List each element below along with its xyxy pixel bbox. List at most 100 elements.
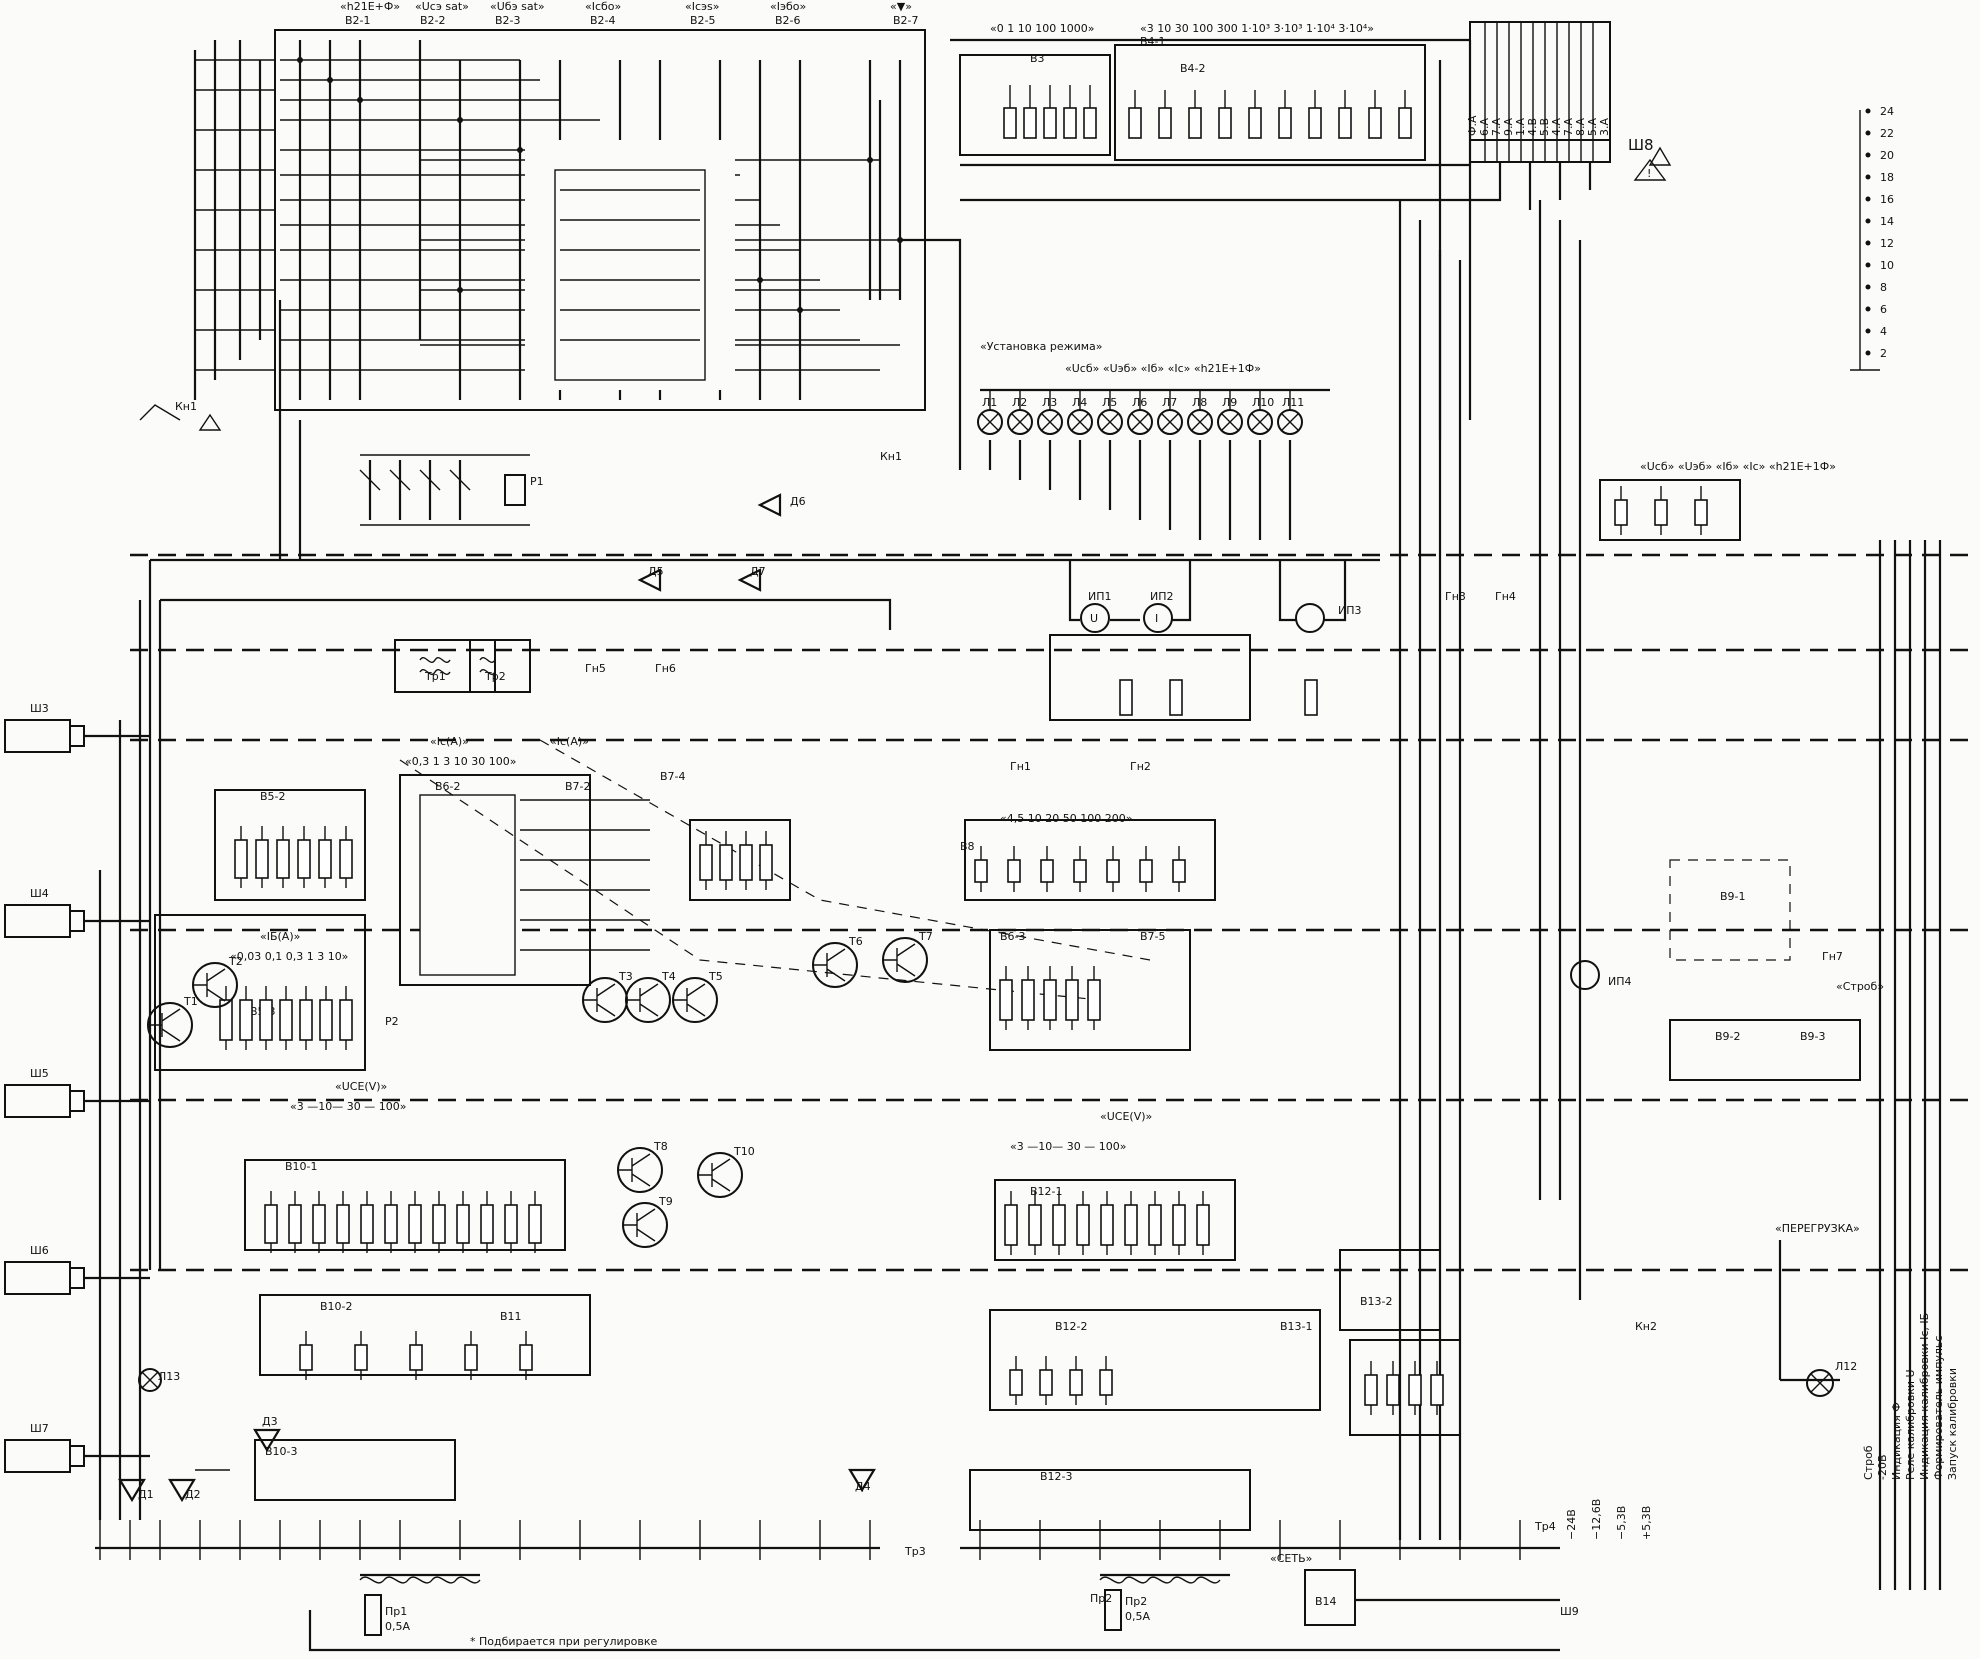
pin-dot: [1865, 328, 1871, 334]
pin-dot: [1865, 284, 1871, 290]
transistor-terminals: [618, 1153, 651, 1187]
lamp-cross: [1281, 413, 1299, 431]
switch-header-label: «Ucэ sat»: [415, 0, 469, 13]
footnote: * Подбирается при регулировке: [470, 1635, 657, 1648]
resistor: [354, 1344, 368, 1371]
switch-matrix-b2: [193, 29, 962, 470]
connector-pin: 4.В: [1526, 118, 1539, 136]
transistor-terminals: [813, 948, 846, 982]
transistor-terminals: [583, 983, 616, 1017]
misc-ref: Р1: [530, 475, 544, 488]
resistor: [1196, 1204, 1210, 1246]
transistor-label: T9: [658, 1195, 673, 1208]
svg-text:Реле калибровки U: Реле калибровки U: [1904, 1369, 1917, 1480]
misc-ref: Гн5: [585, 662, 606, 675]
switch-ref: B8: [960, 840, 975, 853]
resistor: [1099, 1369, 1113, 1396]
resistor: [360, 1204, 374, 1244]
connector-pin: 1.А: [1514, 118, 1527, 136]
resistor: [319, 999, 333, 1041]
resistor: [288, 1204, 302, 1244]
switch-header-label: «Iэбо»: [770, 0, 806, 13]
switch-header-label: «Iсбо»: [585, 0, 621, 13]
transistor-label: T2: [228, 955, 243, 968]
resistor: [1148, 1204, 1162, 1246]
b6-b7-switch-block: Тр1 Тр2 «Ic(A)» «Ic(A)» «0,3 1 3 10 30 1…: [394, 639, 1151, 1001]
resistor: [255, 839, 269, 879]
legend-label: Реле калибровки U: [1904, 1369, 1917, 1480]
lamp-cross: [1071, 413, 1089, 431]
resistor: [279, 999, 293, 1041]
transistor-terminals: [623, 1208, 656, 1242]
misc-ref: Пр2: [1090, 1592, 1112, 1605]
misc-ref: Кн1: [880, 450, 902, 463]
connector-pin: 5.А: [1586, 118, 1599, 136]
lamp-label: Л6: [1132, 396, 1147, 409]
svg-text:!: !: [1647, 167, 1651, 180]
transistor-terminals: [626, 983, 659, 1017]
connector-sh4: Ш4: [4, 887, 150, 938]
connector-sh3: Ш3: [4, 702, 150, 753]
resistor: [480, 1204, 494, 1244]
bottom-terminal-strip: Тр3 Тр4 Пр1 0,5А Пр2 0,5А «СЕТЬ» B14 * П…: [95, 1520, 1579, 1652]
switch-header-ref: B2-3: [495, 14, 521, 27]
transistor-label: T1: [183, 995, 198, 1008]
strobe-label: «Строб»: [1836, 980, 1884, 993]
switch-ref: B12-1: [1030, 1185, 1063, 1198]
misc-ref: Гн7: [1822, 950, 1843, 963]
resistor: [1028, 1204, 1042, 1246]
misc-ref: Л13: [158, 1370, 180, 1383]
lamp-label: Л3: [1042, 396, 1057, 409]
resistor: [1021, 979, 1035, 1021]
switch-header-ref: B2-5: [690, 14, 716, 27]
resistor: [1065, 979, 1079, 1021]
resistor: [318, 839, 332, 879]
lower-switch-banks: B10-2 B11 B10-3 B12-2 B13-1 B13-2 B12-3: [254, 1249, 1461, 1531]
switch-header-ref: B2-7: [893, 14, 919, 27]
resistor: [1069, 1369, 1083, 1396]
resistor: [299, 1344, 313, 1371]
lamp-cross: [1011, 413, 1029, 431]
switch-header-label: «Icэs»: [685, 0, 720, 13]
lamp-icon: [1217, 409, 1243, 435]
b6-3-b7-5-block: B6-3 B7-5: [989, 929, 1191, 1051]
connector-pin: 7.А: [1562, 118, 1575, 136]
resistor: [1106, 859, 1120, 883]
range-label-ib: «IБ(A)»: [260, 930, 300, 943]
connector-pin: 9.А: [1502, 118, 1515, 136]
lamp-icon: [1247, 409, 1273, 435]
resistor: [384, 1204, 398, 1244]
transistor-terminals: [673, 983, 706, 1017]
power-switch-label: «СЕТЬ»: [1270, 1552, 1312, 1565]
lamp-cross: [1101, 413, 1119, 431]
connector-pin: 7.А: [1490, 118, 1503, 136]
pin-number: 8: [1880, 281, 1887, 294]
meter-label: ИП2: [1150, 590, 1174, 603]
fuse-value: 0,5А: [1125, 1610, 1150, 1623]
resistor: [264, 1204, 278, 1244]
pin-dot: [1865, 174, 1871, 180]
switch-ref: B10-2: [320, 1300, 353, 1313]
resistor: [1087, 979, 1101, 1021]
b5-resistor-banks: B5-2 B5-3 «IБ(A)» «0,03 0,1 0,3 1 3 10»: [154, 789, 366, 1071]
lamp-label: Л11: [1282, 396, 1304, 409]
resistor: [1364, 1374, 1378, 1406]
uce-range-banks: «UСЕ(V)» «3 —10— 30 — 100» B10-1 «UСЕ(V)…: [244, 1080, 1236, 1261]
misc-ref: Гн4: [1495, 590, 1516, 603]
legend-label: Индикация калибровки Ic, IБ: [1918, 1313, 1931, 1480]
resistor: [504, 1204, 518, 1244]
range-scale-h21: «4,5 10 20 50 100 200»: [1000, 812, 1132, 825]
switch-ref: B10-1: [285, 1160, 318, 1173]
connector-label: Ш6: [30, 1244, 49, 1257]
switch-header-ref: B2-6: [775, 14, 801, 27]
resistor: [1172, 859, 1186, 883]
connector-pin: Ф.А: [1466, 115, 1479, 136]
resistor: [456, 1204, 470, 1244]
range-scale-b4: «3 10 30 100 300 1·10³ 3·10³ 1·10⁴ 3·10⁴…: [1140, 22, 1374, 35]
transistor-terminals: [698, 1158, 731, 1192]
resistor: [528, 1204, 542, 1244]
lamp-cross: [1161, 413, 1179, 431]
